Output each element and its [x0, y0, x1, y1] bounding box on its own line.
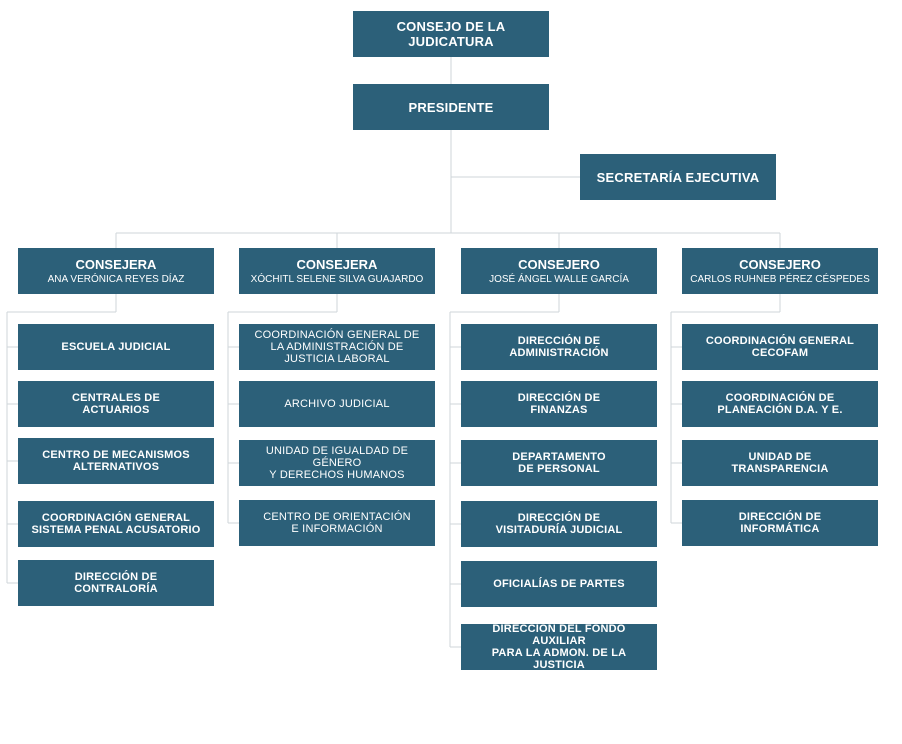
unit-label-line: PLANEACIÓN D.A. Y E.	[717, 404, 843, 416]
consejero-name: ANA VERÓNICA REYES DÍAZ	[47, 273, 185, 285]
unit-box-3-5: OFICIALÍAS DE PARTES	[461, 561, 657, 607]
unit-label-line: COORDINACIÓN GENERAL	[41, 512, 191, 524]
unit-label-line: DEPARTAMENTO	[512, 451, 606, 463]
unit-label-line: Y DERECHOS HUMANOS	[269, 469, 405, 481]
unit-label-line: SISTEMA PENAL ACUSATORIO	[31, 524, 201, 536]
node-presidente: PRESIDENTE	[353, 84, 549, 130]
unit-label-line: VISITADURÍA JUDICIAL	[495, 524, 623, 536]
unit-label-line: ESCUELA JUDICIAL	[61, 341, 171, 353]
consejero-name: CARLOS RUHNEB PÉREZ CÉSPEDES	[690, 273, 870, 285]
unit-label-line: PARA LA ADMON. DE LA JUSTICIA	[491, 647, 627, 671]
unit-label-line: ALTERNATIVOS	[72, 461, 160, 473]
unit-label-line: FINANZAS	[530, 404, 588, 416]
consejero-title: CONSEJERO	[518, 256, 600, 272]
unit-label-line: COORDINACIÓN DE	[725, 392, 835, 404]
unit-label-line: CECOFAM	[751, 347, 809, 359]
unit-label-line: CENTRALES DE	[72, 392, 160, 404]
node-secretaria-label: SECRETARÍA EJECUTIVA	[596, 169, 760, 185]
node-presidente-label: PRESIDENTE	[408, 99, 494, 115]
unit-label-line: UNIDAD DE	[748, 451, 812, 463]
unit-label-line: UNIDAD DE IGUALDAD DE GÉNERO	[265, 445, 409, 469]
unit-label-line: DIRECCIÓN DE	[517, 512, 601, 524]
unit-label-line: DIRECCIÓN DE	[74, 571, 158, 583]
unit-label-line: DIRECCIÓN DE	[738, 511, 822, 523]
unit-label-line: CENTRO DE ORIENTACIÓN	[263, 511, 411, 523]
unit-label-line: INFORMÁTICA	[740, 523, 820, 535]
unit-box-1-1: ESCUELA JUDICIAL	[18, 324, 214, 370]
consejero-name: JOSÉ ÁNGEL WALLE GARCÍA	[489, 273, 629, 285]
consejero-title: CONSEJERA	[296, 256, 378, 272]
unit-label-line: COORDINACIÓN GENERAL DE	[254, 329, 420, 341]
unit-label-line: CONTRALORÍA	[74, 583, 158, 595]
unit-label-line: TRANSPARENCIA	[731, 463, 829, 475]
consejero-title: CONSEJERA	[75, 256, 157, 272]
unit-label-line: OFICIALÍAS DE PARTES	[493, 578, 625, 590]
node-consejo: CONSEJO DE LA JUDICATURA	[353, 11, 549, 57]
unit-label-line: LA ADMINISTRACIÓN DE	[270, 341, 404, 353]
unit-label-line: DE PERSONAL	[518, 463, 600, 475]
unit-label-line: ADMINISTRACIÓN	[509, 347, 609, 359]
unit-label-line: COORDINACIÓN GENERAL	[705, 335, 855, 347]
unit-label-line: E INFORMACIÓN	[291, 523, 383, 535]
unit-box-2-2: ARCHIVO JUDICIAL	[239, 381, 435, 427]
unit-label-line: DIRECCIÓN DEL FONDO AUXILIAR	[492, 623, 626, 647]
unit-label-line: ACTUARIOS	[82, 404, 150, 416]
unit-label-line: CENTRO DE MECANISMOS	[42, 449, 190, 461]
unit-label-line: ARCHIVO JUDICIAL	[284, 398, 390, 410]
unit-label-line: JUSTICIA LABORAL	[284, 353, 390, 365]
node-secretaria-ejecutiva: SECRETARÍA EJECUTIVA	[580, 154, 776, 200]
unit-label-line: DIRECCIÓN DE	[517, 392, 601, 404]
node-consejo-label: CONSEJO DE LA JUDICATURA	[396, 19, 506, 49]
consejero-name: XÓCHITL SELENE SILVA GUAJARDO	[250, 273, 424, 285]
consejero-title: CONSEJERO	[739, 256, 821, 272]
unit-label-line: DIRECCIÓN DE	[517, 335, 601, 347]
